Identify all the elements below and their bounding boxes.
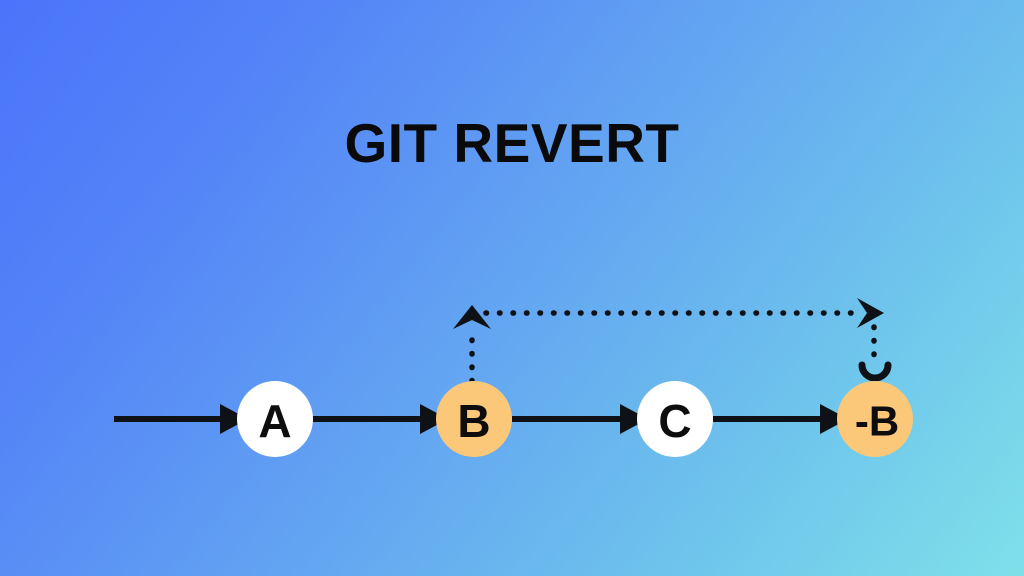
arrowhead-icon [420, 404, 448, 434]
commit-node-c[interactable]: C [637, 381, 713, 457]
commit-node-label: C [658, 395, 691, 447]
commit-node-minus-b[interactable]: -B [837, 381, 913, 457]
commit-node-label: -B [855, 398, 899, 445]
edge-c-to-minus-b [713, 404, 848, 434]
commit-node-circle[interactable] [837, 381, 913, 457]
commit-node-label: A [258, 395, 291, 447]
commit-node-circle[interactable] [237, 381, 313, 457]
commit-nodes: A B C -B [237, 381, 913, 457]
commit-node-a[interactable]: A [237, 381, 313, 457]
edge-start-to-a [114, 404, 248, 434]
arrowhead-icon [820, 404, 848, 434]
arrowhead-icon [620, 404, 648, 434]
page-title: GIT REVERT [344, 112, 680, 174]
commit-node-b[interactable]: B [436, 381, 512, 457]
commit-node-circle[interactable] [637, 381, 713, 457]
commit-node-label: B [457, 395, 490, 447]
arrowhead-right-icon [857, 298, 884, 328]
arrowhead-up-icon [453, 305, 491, 329]
arrowhead-curved-cap-icon [858, 361, 892, 382]
commit-node-circle[interactable] [436, 381, 512, 457]
edge-revert-b-to-minus-b [453, 298, 892, 384]
arrowhead-icon [220, 404, 248, 434]
mainline-edges [114, 404, 848, 434]
edge-b-to-c [512, 404, 648, 434]
edge-a-to-b [313, 404, 448, 434]
